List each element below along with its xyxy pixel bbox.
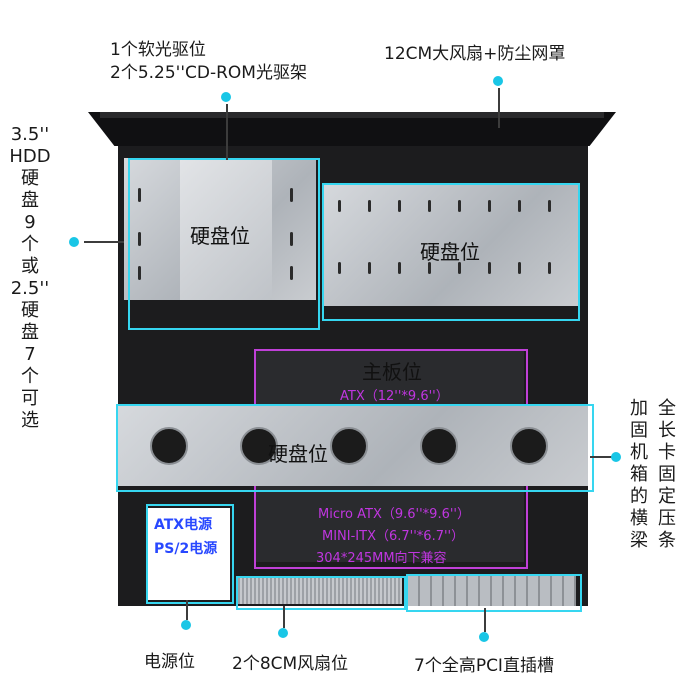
callout-dot-right (611, 452, 621, 462)
vertical-char: HDD (9, 146, 51, 167)
hdd-cage-right-outline (322, 183, 580, 321)
vertical-char: 3.5'' (10, 124, 50, 145)
callout-line-bottom-left (186, 600, 188, 620)
callout-dot-top-right (493, 76, 503, 86)
motherboard-title: 主板位 (362, 360, 422, 384)
label-bottom-right: 7个全高PCI直插槽 (414, 656, 554, 676)
vertical-char: 盘 (21, 190, 39, 211)
micro-atx-spec: Micro ATX（9.6''*9.6''） (318, 507, 470, 522)
psu-outline (146, 504, 234, 604)
label-right-vertical-col1: 全长卡固定压条 (652, 398, 682, 552)
motherboard-atx-spec: ATX（12''*9.6''） (340, 389, 449, 404)
vertical-char: 7 (24, 344, 36, 365)
vertical-char: 横 (630, 508, 648, 529)
callout-line-top-right (498, 88, 500, 128)
vertical-char: 或 (21, 256, 39, 277)
chassis-top-edge (100, 112, 604, 118)
crossbar-beam (118, 406, 588, 486)
callout-line-left (84, 241, 124, 243)
vertical-char: 长 (658, 420, 676, 441)
psu-ps2-label: PS/2电源 (154, 541, 218, 557)
vertical-char: 9 (24, 212, 36, 233)
label-top-left-line1: 1个软光驱位 (110, 40, 206, 60)
label-bottom-left: 电源位 (144, 652, 195, 672)
label-top-right: 12CM大风扇+防尘网罩 (384, 44, 566, 64)
psu-area (148, 508, 230, 600)
callout-dot-bottom-left (181, 620, 191, 630)
vertical-char: 的 (630, 486, 648, 507)
label-right-vertical-col2: 加固机箱的横梁 (624, 398, 654, 552)
vertical-char: 可 (21, 388, 39, 409)
vertical-char: 2.5'' (10, 278, 50, 299)
pci-slots (408, 576, 576, 606)
callout-line-top-left (226, 104, 228, 160)
callout-dot-left (69, 237, 79, 247)
callout-dot-top-left (221, 92, 231, 102)
vertical-char: 卡 (658, 442, 676, 463)
hdd-cage-left-outline (128, 158, 320, 330)
callout-line-bottom-right (484, 608, 486, 632)
vertical-char: 选 (21, 410, 39, 431)
crossbar-label: 硬盘位 (268, 442, 328, 466)
hdd-cage-right-label: 硬盘位 (420, 240, 480, 264)
hdd-cage-left-bracket (180, 158, 272, 300)
vertical-char: 个 (21, 366, 39, 387)
fan-grille (238, 578, 402, 604)
hdd-cage-right (322, 184, 578, 306)
vertical-char: 定 (658, 486, 676, 507)
mini-itx-spec: MINI-ITX（6.7''*6.7''） (322, 529, 465, 544)
callout-dot-bottom-right (479, 632, 489, 642)
vertical-char: 箱 (630, 464, 648, 485)
pci-outline (406, 574, 582, 612)
vertical-char: 硬 (21, 168, 39, 189)
vertical-char: 全 (658, 398, 676, 419)
crossbar-outline (116, 404, 594, 492)
label-bottom-middle: 2个8CM风扇位 (232, 654, 349, 674)
vertical-char: 压 (658, 508, 676, 529)
hdd-cage-left-label: 硬盘位 (190, 224, 250, 248)
vertical-char: 加 (630, 398, 648, 419)
vertical-char: 机 (630, 442, 648, 463)
vertical-char: 条 (658, 530, 676, 551)
vertical-char: 盘 (21, 322, 39, 343)
callout-line-bottom-middle (283, 606, 285, 628)
label-top-left-line2: 2个5.25''CD-ROM光驱架 (110, 63, 307, 83)
vertical-char: 固 (658, 464, 676, 485)
vertical-char: 硬 (21, 300, 39, 321)
compat-spec: 304*245MM向下兼容 (316, 551, 447, 566)
vertical-char: 固 (630, 420, 648, 441)
vertical-char: 个 (21, 234, 39, 255)
callout-line-right (590, 456, 612, 458)
callout-dot-bottom-middle (278, 628, 288, 638)
fan-outline (236, 576, 406, 610)
vertical-char: 梁 (630, 530, 648, 551)
psu-atx-label: ATX电源 (154, 517, 213, 533)
